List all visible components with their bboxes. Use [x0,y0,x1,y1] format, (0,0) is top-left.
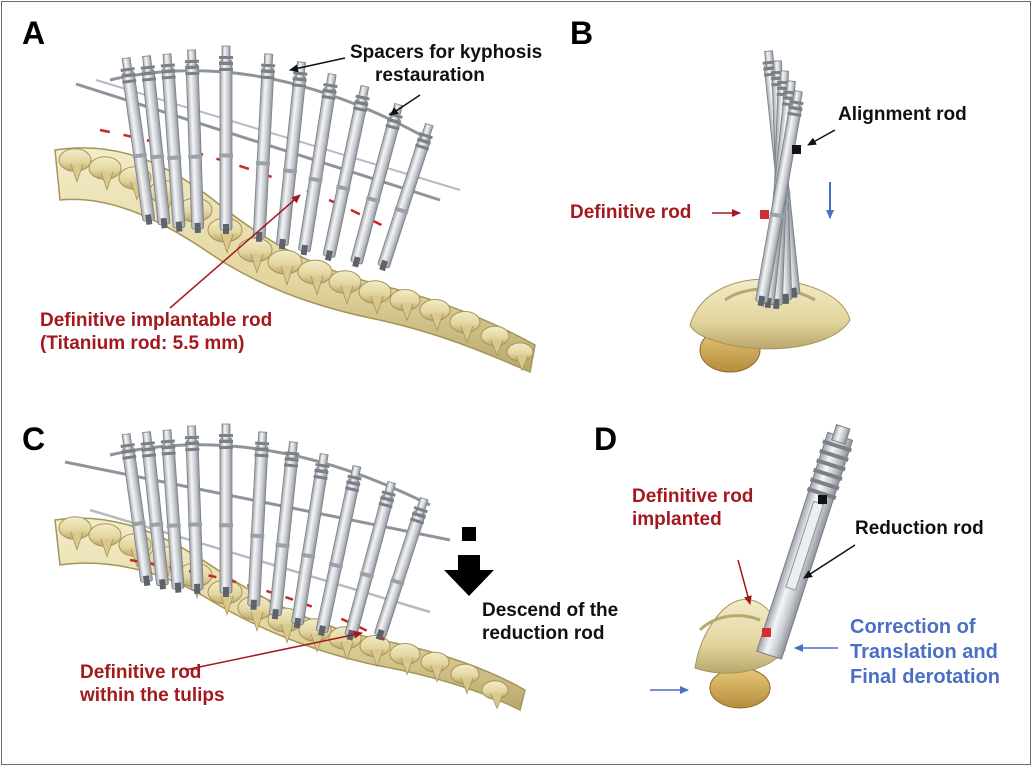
panel-a-tower [219,45,233,234]
panel-c-vertebra [58,516,92,551]
panel-b-towers [755,50,804,309]
panel-a-letter: A [22,15,46,51]
panel-a-rod-arrow [169,194,301,309]
panel-c-tower [160,429,185,593]
panel-d-correction-label-2: Translation and [850,641,998,663]
panel-c-tower [140,431,169,590]
panel-c-vertebra [88,523,122,558]
panel-d-correction-label-1: Correction of [850,616,976,638]
panel-c-descend-arrow [444,555,494,596]
panel-c-vertebra [420,651,450,683]
panel-d-rod-arrow [737,559,752,605]
panel-a-vertebra [449,311,481,344]
panel-c-tower [315,464,362,637]
panel-c-descend-square [462,527,476,541]
panel-a-rod-label-2: (Titanium rod: 5.5 mm) [40,333,245,354]
panel-d-rod-marker [762,628,771,637]
panel-c-vertebra [481,680,509,710]
panel-a-spacer-arrow-1 [289,57,346,73]
panel-d-correction-label-3: Final derotation [850,666,1000,688]
panel-c-tower [344,480,396,641]
panel-a-tower [252,53,276,242]
panel-c-vertebra [450,663,480,695]
panel-c-descend-label-2: reduction rod [482,623,605,644]
panel-a-tower [298,73,338,256]
panel-a-spacer-label-2: restauration [375,65,485,86]
panel-c-illustration [54,423,526,712]
panel-d-reduction-arrow [803,544,856,579]
panel-c-letter: C [22,421,46,457]
panel-a-vertebra [237,237,273,275]
panel-b-tower [755,90,804,307]
panel-c-rod-arrow [184,630,363,671]
panel-c-tower [374,496,429,641]
panel-c-tower [247,431,270,610]
panel-a-tower [377,122,434,272]
panel-c-tower [219,423,233,597]
panel-a-vertebra [480,325,510,357]
panel-c-rod-label-2: within the tulips [80,685,225,706]
panel-a-spacer-arrow-2 [389,94,421,116]
panel-d-reduction-label: Reduction rod [855,518,984,539]
panel-a-vertebra [389,289,421,322]
panel-a-vertebra [88,156,122,191]
panel-a-vertebra [297,259,333,297]
panel-c-descend-label-1: Descend of the [482,600,619,621]
panel-d-reduction-marker [818,495,827,504]
panel-c-tower [184,425,204,595]
panel-d-illustration [650,424,856,709]
panel-b-alignment-arrow [807,129,836,146]
panel-d-tower [756,424,854,660]
panel-c-vertebra [359,635,391,668]
panel-a-spacer-label-1: Spacers for kyphosis [350,42,543,63]
panel-b-alignment-label: Alignment rod [838,104,967,125]
panel-a-towers [120,45,434,272]
panel-b-alignment-marker [792,145,801,154]
panel-a-vertebra [267,249,303,287]
panel-d-letter: D [594,421,618,457]
panel-c-tower [291,453,330,629]
panel-a-vertebra [58,148,92,183]
panel-b-illustration [689,50,851,373]
panel-b-letter: B [570,15,594,51]
panel-d-rod-label-2: implanted [632,509,722,530]
panel-a-tower [120,57,155,225]
panel-c-vertebra [389,643,421,676]
panel-a-tower [140,55,171,229]
panel-c-rod-label-1: Definitive rod [80,662,202,683]
panel-a-vertebra [419,299,451,332]
panel-c-tower [120,433,153,587]
panel-a-illustration [54,45,536,374]
panel-b-rod-label: Definitive rod [570,202,692,223]
panel-d-vertebra [694,599,786,709]
panel-c-towers [120,423,429,641]
panel-a-tower [322,84,370,262]
panel-a-vertebra [328,270,362,305]
panel-a-tower [276,61,308,250]
panel-a-tower [184,49,205,234]
panel-a-vertebra [358,280,392,315]
panel-a-vertebra [506,342,534,372]
panel-d-rod-label-1: Definitive rod [632,486,754,507]
panel-a-rod-label-1: Definitive implantable rod [40,310,273,331]
panel-c-tower [269,441,300,620]
panel-b-rod-marker [760,210,769,219]
panel-a-tower [160,53,186,232]
